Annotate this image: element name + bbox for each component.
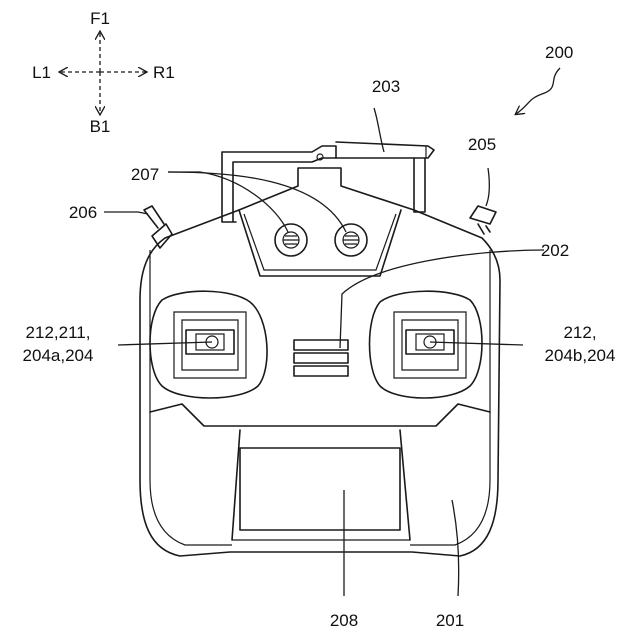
label-housing: 201 <box>436 611 464 630</box>
label-antenna: 203 <box>372 77 400 96</box>
label-right-stick-line2: 204b,204 <box>545 346 616 365</box>
label-center-part: 202 <box>541 241 569 260</box>
center-vents <box>293 339 349 377</box>
controller-housing <box>139 167 501 557</box>
right-knob[interactable] <box>334 223 368 257</box>
direction-back-label: B1 <box>90 117 111 136</box>
left-stick-area <box>149 290 268 399</box>
direction-left-label: L1 <box>32 63 51 82</box>
direction-right-label: R1 <box>153 63 175 82</box>
right-switch[interactable] <box>469 205 497 235</box>
right-stick-area <box>368 290 483 399</box>
left-knob[interactable] <box>274 223 308 257</box>
reference-labels: 203 205 207 206 202 212,211, 204a,204 21… <box>23 77 616 630</box>
label-switch-right: 205 <box>468 135 496 154</box>
label-knobs: 207 <box>131 165 159 184</box>
leader-lines <box>104 107 545 597</box>
lower-body <box>149 403 491 541</box>
figure-number-label: 200 <box>545 43 573 62</box>
left-switch[interactable] <box>143 205 173 249</box>
display-screen <box>239 447 401 531</box>
direction-compass: F1 B1 L1 R1 <box>32 9 175 136</box>
direction-forward-label: F1 <box>90 9 110 28</box>
label-left-stick-line1: 212,211, <box>26 323 91 342</box>
figure-number-group: 200 <box>516 43 573 114</box>
label-switch-left: 206 <box>69 203 97 222</box>
label-left-stick-line2: 204a,204 <box>23 346 94 365</box>
label-display: 208 <box>330 611 358 630</box>
top-panel <box>238 209 402 277</box>
antenna <box>221 141 435 223</box>
label-right-stick-line1: 212, <box>563 323 596 342</box>
